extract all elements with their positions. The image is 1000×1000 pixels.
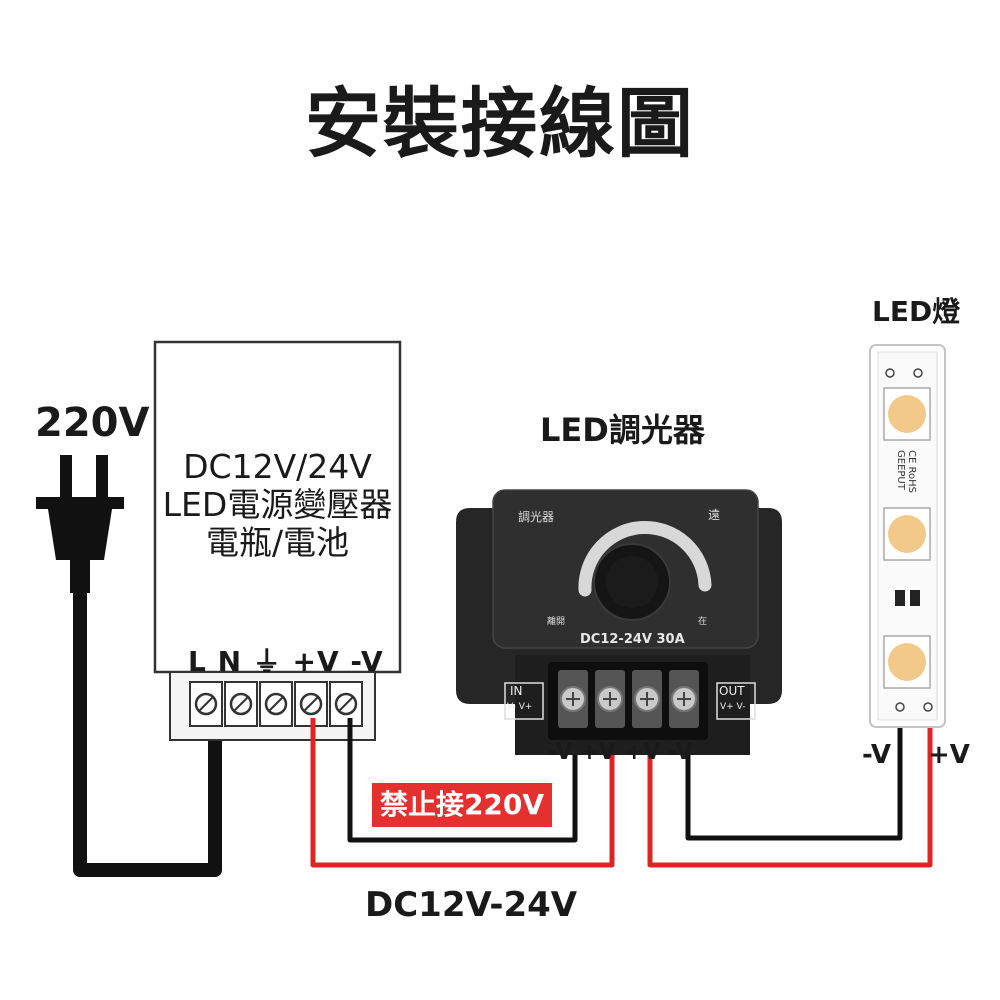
led-pos-label: +V	[928, 740, 970, 770]
dimmer-terminals	[558, 670, 699, 728]
dimmer-input-wire-labels: -V +V	[548, 740, 616, 765]
dimmer-output-wire-labels: +V -V	[625, 740, 693, 765]
psu-line-3: 電瓶/電池	[205, 523, 350, 562]
dimmer-rating: DC12-24V 30A	[580, 632, 685, 647]
psu-terminal-labels: L N ⏚ +V -V	[188, 645, 384, 678]
power-supply-box	[153, 340, 402, 741]
page-title: 安裝接線圖	[305, 79, 695, 168]
psu-description: DC12V/24V LED電源變壓器 電瓶/電池	[155, 448, 400, 562]
wire-led-neg	[685, 720, 903, 841]
dimmer-in-pins: V- V+	[507, 702, 533, 712]
dimmer-out-pins: V+ V-	[720, 702, 746, 712]
warning-badge: 禁止接220V	[372, 783, 552, 827]
dimmer-face-label-left: 調光器	[518, 510, 555, 524]
dimmer-on-label: 在	[698, 617, 708, 627]
wire-psu-pos	[310, 718, 615, 868]
dimmer-device	[456, 489, 782, 755]
psu-terminal-block	[189, 681, 363, 727]
mains-voltage-label: 220V	[35, 400, 150, 446]
dimmer-off-label: 離開	[547, 617, 566, 627]
wire-led-pos	[647, 720, 933, 868]
led-strip	[869, 344, 946, 728]
mains-cable	[73, 590, 222, 877]
wire-psu-neg	[347, 718, 578, 843]
power-plug-icon	[36, 455, 124, 593]
psu-line-1: DC12V/24V	[183, 447, 372, 486]
dimmer-out-label: OUT	[719, 684, 745, 698]
led-label: LED燈	[872, 295, 961, 328]
led-strip-print: CE RoHS GEEPUT	[895, 450, 917, 493]
dimmer-in-label: IN	[510, 684, 523, 698]
dc-voltage-label: DC12V-24V	[365, 885, 578, 925]
psu-line-2: LED電源變壓器	[162, 485, 393, 524]
dimmer-face-label-right: 遠	[708, 508, 721, 522]
dimmer-label: LED調光器	[540, 411, 705, 449]
led-neg-label: -V	[862, 740, 892, 770]
